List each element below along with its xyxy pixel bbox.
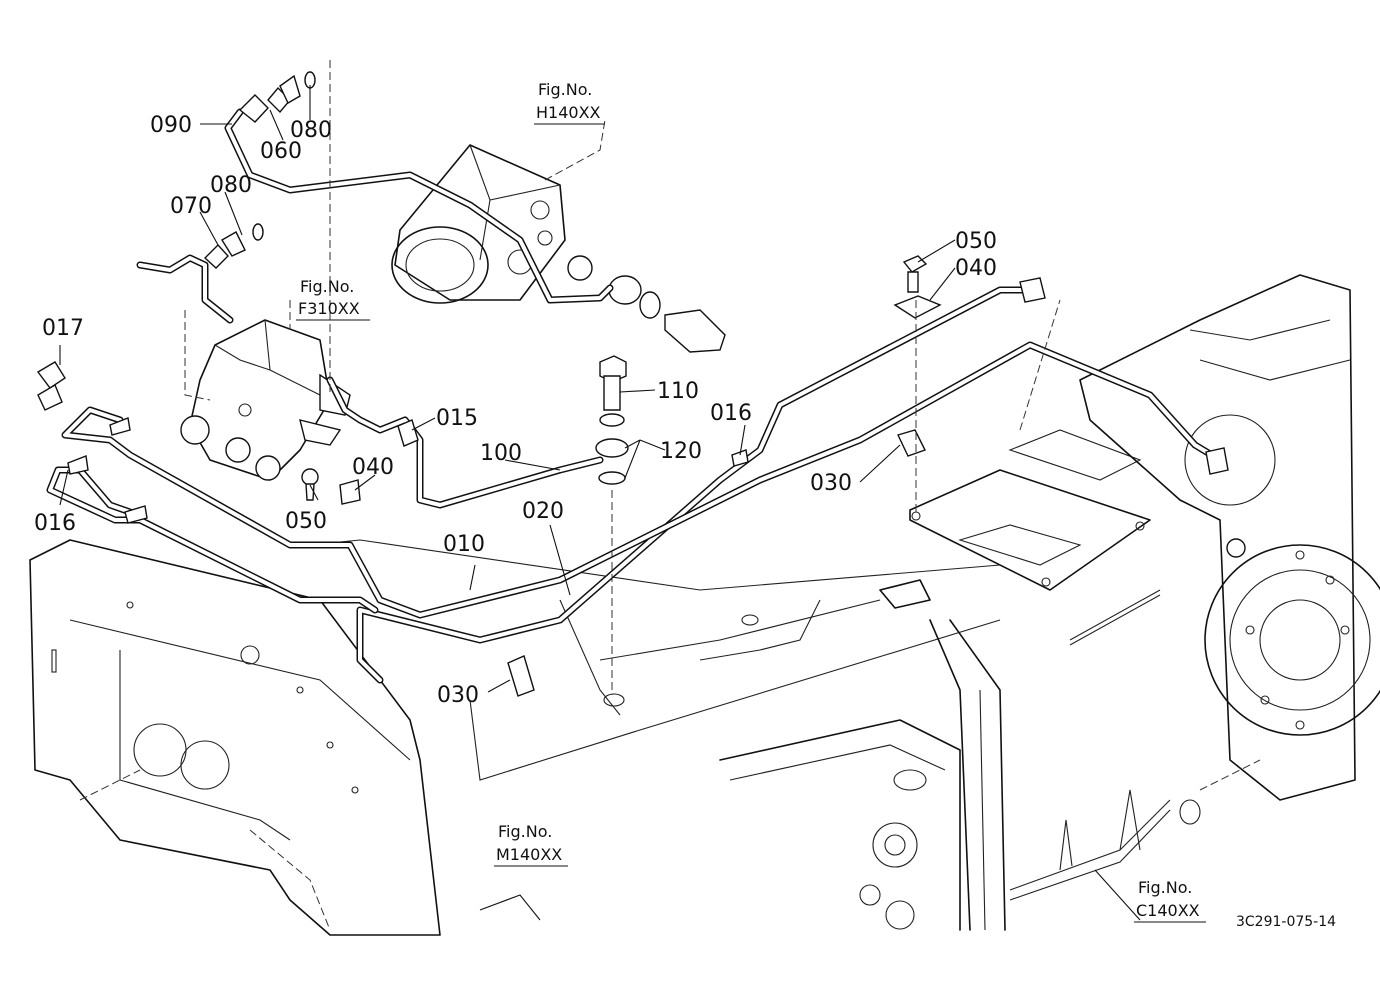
- leader-lines: [59, 85, 1141, 921]
- figref-m140-line2: M140XX: [496, 845, 562, 864]
- callout-030-right[interactable]: 030: [810, 471, 852, 496]
- callout-110[interactable]: 110: [657, 379, 699, 404]
- figref-m140-line1: Fig.No.: [498, 822, 552, 841]
- callout-labels: 090 060 080 080 070 017 016 015 100 110 …: [34, 113, 997, 708]
- hydraulic-pump-assembly: [391, 119, 726, 353]
- callout-080-top[interactable]: 080: [290, 118, 332, 143]
- right-transmission-housing: [1079, 274, 1380, 801]
- figref-c140[interactable]: Fig.No. C140XX: [1134, 878, 1206, 923]
- figref-f310-line1: Fig.No.: [300, 277, 354, 296]
- callout-060[interactable]: 060: [260, 139, 302, 164]
- center-bracket-plate: [879, 429, 1151, 609]
- callout-020[interactable]: 020: [522, 499, 564, 524]
- figref-f310[interactable]: Fig.No. F310XX: [296, 277, 370, 321]
- figref-c140-line2: C140XX: [1136, 901, 1200, 920]
- callout-090[interactable]: 090: [150, 113, 192, 138]
- fittings: [36, 71, 1246, 697]
- callout-100[interactable]: 100: [480, 441, 522, 466]
- callout-120[interactable]: 120: [660, 439, 702, 464]
- drawing-code: 3C291-075-14: [1236, 914, 1336, 930]
- figref-f310-line2: F310XX: [298, 299, 360, 318]
- callout-016-mid[interactable]: 016: [710, 401, 752, 426]
- pipe-070: [136, 254, 234, 324]
- figref-h140-line2: H140XX: [536, 103, 601, 122]
- callout-015[interactable]: 015: [436, 406, 478, 431]
- callout-050-bottom[interactable]: 050: [285, 509, 327, 534]
- figref-h140[interactable]: Fig.No. H140XX: [534, 80, 605, 125]
- pipe-020: [46, 466, 379, 614]
- callout-016-left[interactable]: 016: [34, 511, 76, 536]
- figref-m140[interactable]: Fig.No. M140XX: [494, 822, 568, 867]
- callout-017[interactable]: 017: [42, 316, 84, 341]
- callout-050-top[interactable]: 050: [955, 229, 997, 254]
- callout-080-mid[interactable]: 080: [210, 173, 252, 198]
- callout-030-left[interactable]: 030: [437, 683, 479, 708]
- alignment-lines: [329, 60, 1061, 695]
- lower-right-frame: [719, 589, 1261, 931]
- pipe-016-upper: [356, 286, 1034, 684]
- figref-h140-line1: Fig.No.: [538, 80, 592, 99]
- pipe-090: [224, 108, 614, 304]
- callout-070[interactable]: 070: [170, 194, 212, 219]
- callout-010[interactable]: 010: [443, 532, 485, 557]
- callout-040-top[interactable]: 040: [955, 256, 997, 281]
- center-frame: [309, 539, 1001, 781]
- pipe-010: [61, 341, 1224, 619]
- control-valve-assembly: [180, 300, 351, 481]
- figref-c140-line1: Fig.No.: [1138, 878, 1192, 897]
- pipe-015: [326, 376, 604, 509]
- callout-040-bottom[interactable]: 040: [352, 455, 394, 480]
